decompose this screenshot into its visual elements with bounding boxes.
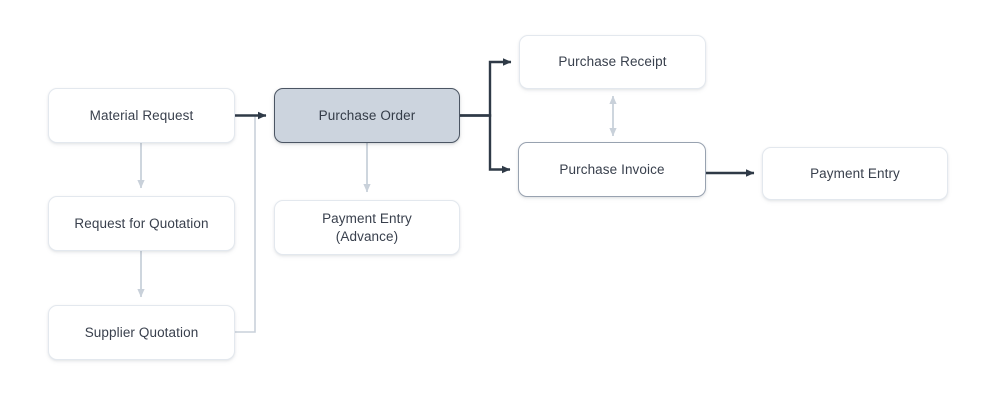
node-label: Purchase Order — [318, 107, 416, 123]
node-payment-entry-advance[interactable]: Payment Entry (Advance) — [274, 200, 460, 255]
node-label: Purchase Invoice — [559, 161, 665, 177]
node-label: Payment Entry — [810, 165, 900, 181]
node-purchase-receipt[interactable]: Purchase Receipt — [519, 35, 706, 89]
edge-purchase-order-to-purchase-invoice — [460, 114, 511, 174]
node-purchase-invoice[interactable]: Purchase Invoice — [518, 142, 706, 197]
node-label: Purchase Receipt — [558, 54, 667, 70]
node-label: Request for Quotation — [74, 215, 209, 231]
node-label: Payment Entry (Advance) — [322, 210, 412, 244]
node-supplier-quotation[interactable]: Supplier Quotation — [48, 305, 235, 360]
node-payment-entry[interactable]: Payment Entry — [762, 147, 948, 200]
node-label: Material Request — [89, 107, 194, 123]
edge-purchase-order-to-purchase-receipt — [460, 58, 512, 117]
node-material-request[interactable]: Material Request — [48, 88, 235, 143]
edge-supplier-quotation-to-purchase-order — [235, 115, 256, 333]
node-request-for-quotation[interactable]: Request for Quotation — [48, 196, 235, 251]
node-label: Supplier Quotation — [84, 324, 199, 340]
node-purchase-order[interactable]: Purchase Order — [274, 88, 460, 143]
